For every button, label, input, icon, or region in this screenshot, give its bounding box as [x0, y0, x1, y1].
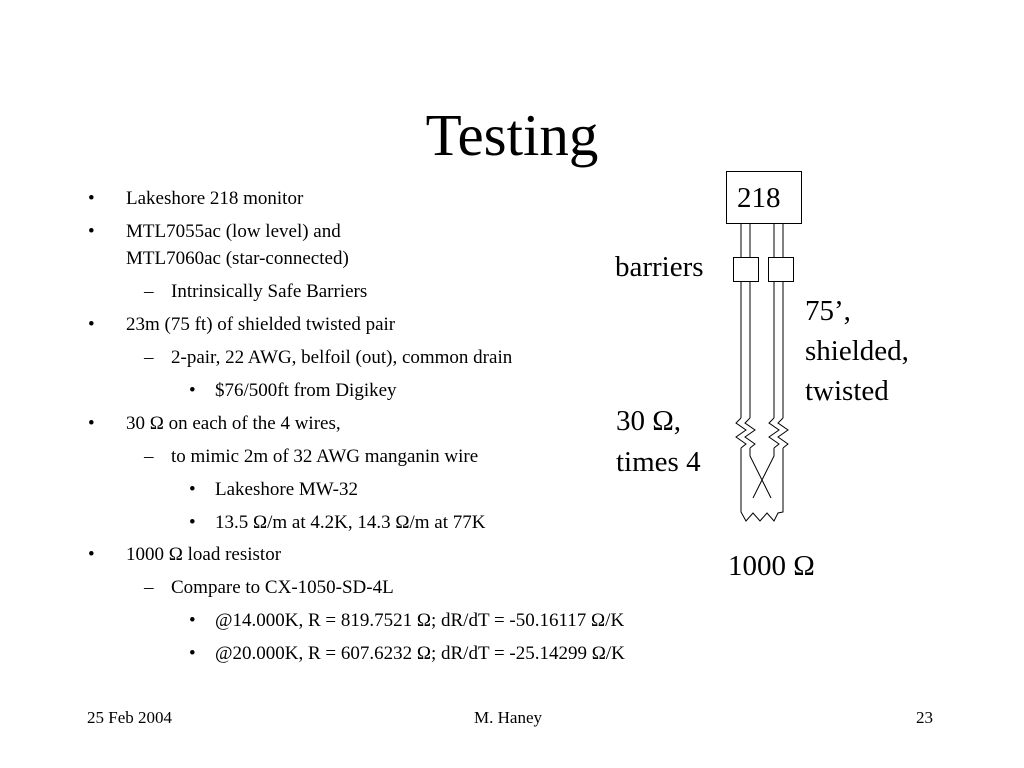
bullet-load-resistor: 1000 Ω load resistor: [126, 544, 282, 565]
barrier-box-right: [768, 257, 794, 282]
dash-marker: –: [144, 347, 154, 368]
bullet-marker: •: [88, 314, 95, 335]
bullet-shielded-pair: 23m (75 ft) of shielded twisted pair: [126, 314, 396, 335]
bullet-mtl7060ac: MTL7060ac (star-connected): [126, 248, 349, 269]
footer-page-number: 23: [916, 708, 933, 727]
resistor-2: [744, 417, 756, 449]
subsub-mw-32: Lakeshore MW-32: [215, 479, 358, 500]
monitor-label: 218: [737, 182, 781, 214]
bullet-marker: •: [189, 643, 196, 664]
cable-label-line1: 75’,: [805, 295, 851, 327]
resistor-3: [768, 417, 780, 449]
cable-label-line2: shielded,: [805, 335, 909, 367]
bullet-marker: •: [88, 188, 95, 209]
subsub-digikey: $76/500ft from Digikey: [215, 380, 397, 401]
dash-marker: –: [144, 281, 154, 302]
sub-cx-1050: Compare to CX-1050-SD-4L: [171, 577, 394, 598]
resistor-label-line1: 30 Ω,: [616, 405, 682, 437]
bullet-marker: •: [88, 413, 95, 434]
sub-2-pair: 2-pair, 22 AWG, belfoil (out), common dr…: [171, 347, 513, 368]
dash-marker: –: [144, 446, 154, 467]
resistor-4: [777, 417, 789, 449]
resistor-1: [735, 417, 747, 449]
footer-date: 25 Feb 2004: [87, 708, 172, 727]
bullet-marker: •: [189, 610, 196, 631]
slide-title: Testing: [425, 102, 599, 168]
subsub-ohm-per-m: 13.5 Ω/m at 4.2K, 14.3 Ω/m at 77K: [215, 512, 486, 533]
load-label: 1000 Ω: [728, 550, 815, 582]
footer-author: M. Haney: [474, 708, 542, 727]
cable-label-line3: twisted: [805, 375, 889, 407]
bullet-mtl7055ac: MTL7055ac (low level) and: [126, 221, 341, 242]
bullet-30-ohm: 30 Ω on each of the 4 wires,: [126, 413, 341, 434]
barrier-box-left: [733, 257, 759, 282]
monitor-box: [726, 171, 802, 224]
dash-marker: –: [144, 577, 154, 598]
bullet-marker: •: [189, 380, 196, 401]
resistor-label-line2: times 4: [616, 446, 701, 478]
load-resistor: [740, 505, 784, 522]
sub-intrinsically-safe: Intrinsically Safe Barriers: [171, 281, 368, 302]
bullet-marker: •: [189, 479, 196, 500]
bullet-lakeshore-218: Lakeshore 218 monitor: [126, 188, 304, 209]
subsub-20k: @20.000K, R = 607.6232 Ω; dR/dT = -25.14…: [215, 643, 625, 664]
bullet-marker: •: [189, 512, 196, 533]
subsub-14k: @14.000K, R = 819.7521 Ω; dR/dT = -50.16…: [215, 610, 625, 631]
sub-manganin: to mimic 2m of 32 AWG manganin wire: [171, 446, 479, 467]
barriers-label: barriers: [615, 251, 704, 283]
bullet-marker: •: [88, 544, 95, 565]
bullet-marker: •: [88, 221, 95, 242]
